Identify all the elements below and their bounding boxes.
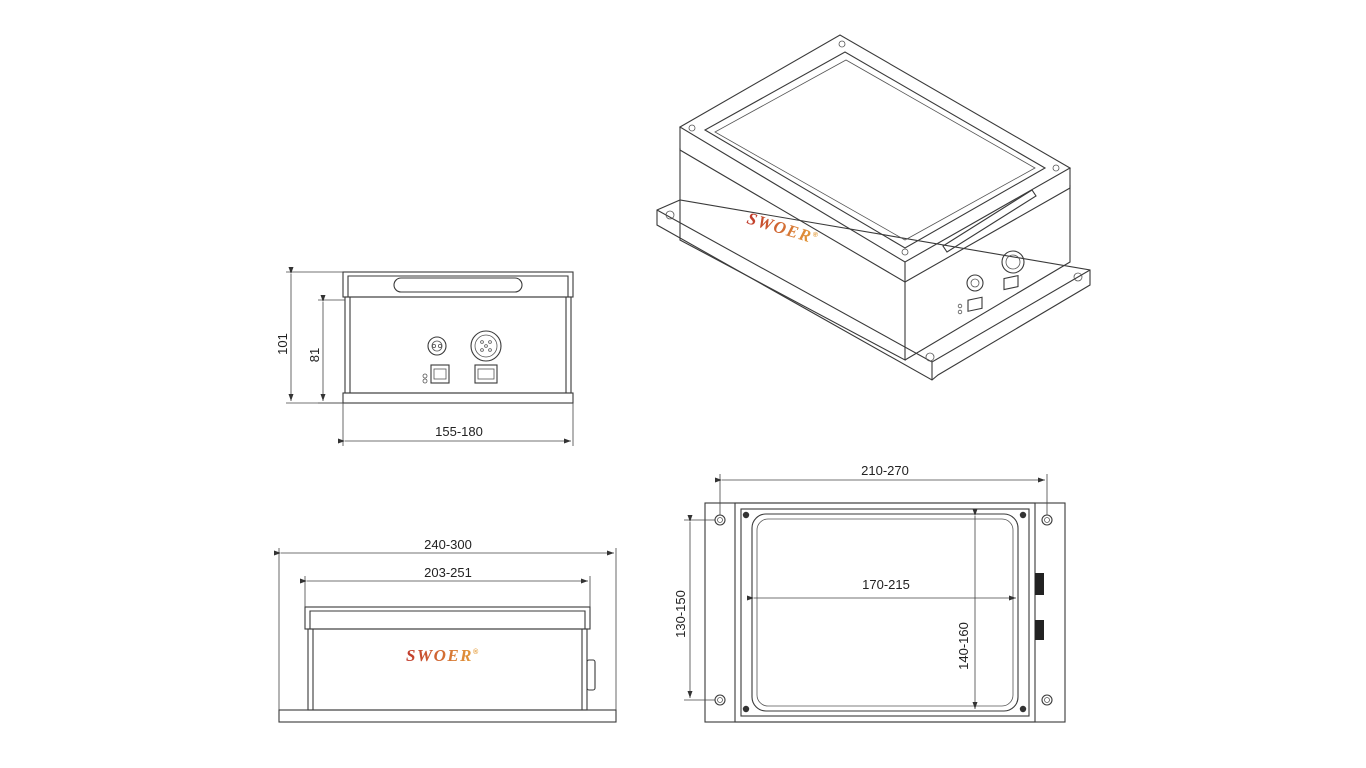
front-view: 101 81 155-180: [275, 267, 574, 446]
brand-name: SWOER: [745, 209, 815, 247]
dim-front-width: 155-180: [435, 424, 483, 439]
top-view: 210-270 130-150 170-215 140-160: [673, 463, 1066, 723]
brand-logo-side: SWOER®: [406, 646, 480, 665]
dim-top-hole-spacing-x: 210-270: [861, 463, 909, 478]
brand-name-side: SWOER: [406, 646, 473, 665]
dim-top-window-width: 170-215: [862, 577, 910, 592]
dim-side-top-length: 203-251: [424, 565, 472, 580]
brand-reg-mark: ®: [812, 230, 821, 240]
dim-top-hole-spacing-y: 130-150: [673, 590, 688, 638]
brand-reg-mark-side: ®: [473, 648, 480, 656]
dim-front-total-height: 101: [275, 333, 290, 355]
dim-side-total-length: 240-300: [424, 537, 472, 552]
isometric-view: SWOER®: [656, 34, 1091, 381]
brand-logo-iso: SWOER®: [745, 209, 821, 249]
side-view: SWOER® 240-300 203-251: [274, 537, 617, 723]
dim-top-window-height: 140-160: [956, 622, 971, 670]
dim-front-body-height: 81: [307, 348, 322, 362]
